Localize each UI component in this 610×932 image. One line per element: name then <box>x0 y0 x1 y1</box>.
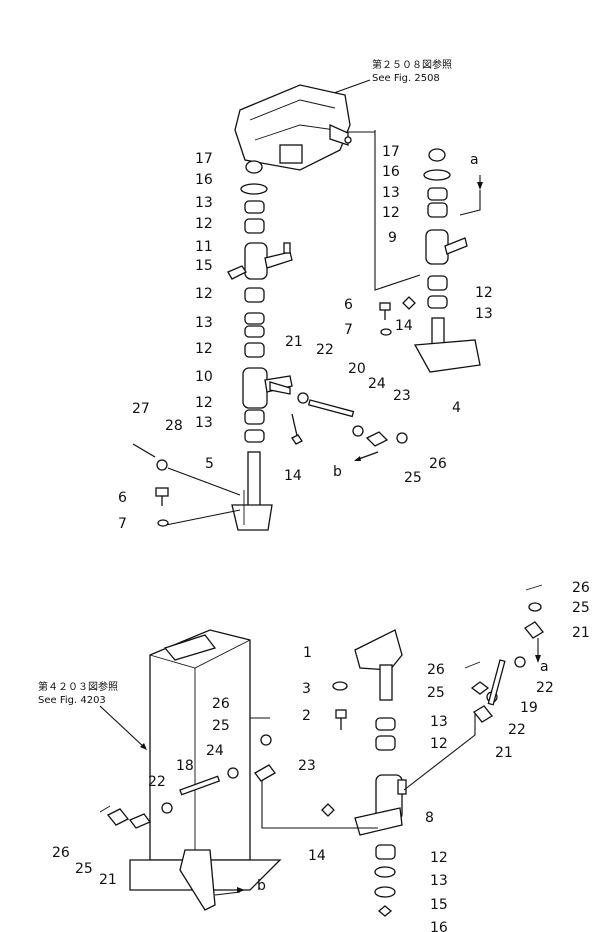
callout-12: 12 <box>195 286 213 302</box>
ref-bot-jp: 第４２０３図参照 <box>38 680 118 693</box>
callout-10: 10 <box>195 369 213 385</box>
callout-12: 12 <box>430 736 448 752</box>
left-stack <box>227 160 293 531</box>
ref-top-jp: 第２５０８図参照 <box>372 58 452 71</box>
callout-16: 16 <box>382 164 400 180</box>
callout-4: 4 <box>452 400 461 416</box>
callout-16: 16 <box>195 172 213 188</box>
callout-17: 17 <box>195 151 213 167</box>
callout-13: 13 <box>430 714 448 730</box>
callout-13: 13 <box>430 873 448 889</box>
callout-12: 12 <box>475 285 493 301</box>
callout-22: 22 <box>316 342 334 358</box>
callout-16: 16 <box>430 920 448 932</box>
callout-27: 27 <box>132 401 150 417</box>
callout-b: b <box>257 878 266 894</box>
callout-12: 12 <box>195 216 213 232</box>
callout-5: 5 <box>205 456 214 472</box>
callout-12: 12 <box>195 395 213 411</box>
callout-26: 26 <box>572 580 590 596</box>
callout-28: 28 <box>165 418 183 434</box>
callout-21: 21 <box>99 872 117 888</box>
callout-21: 21 <box>495 745 513 761</box>
callout-14: 14 <box>308 848 326 864</box>
callout-22: 22 <box>508 722 526 738</box>
callout-24: 24 <box>206 743 224 759</box>
callout-8: 8 <box>425 810 434 826</box>
callout-6: 6 <box>344 297 353 313</box>
callout-26: 26 <box>212 696 230 712</box>
callout-13: 13 <box>195 315 213 331</box>
callout-25: 25 <box>404 470 422 486</box>
callout-23: 23 <box>298 758 316 774</box>
callout-15: 15 <box>195 258 213 274</box>
callout-25: 25 <box>212 718 230 734</box>
callout-26: 26 <box>427 662 445 678</box>
callout-12: 12 <box>382 205 400 221</box>
callout-7: 7 <box>344 322 353 338</box>
callout-26: 26 <box>52 845 70 861</box>
ref-bot-en: See Fig. 4203 <box>38 695 106 706</box>
callout-18: 18 <box>176 758 194 774</box>
callout-6: 6 <box>118 490 127 506</box>
callout-25: 25 <box>427 685 445 701</box>
right-stack <box>413 148 481 373</box>
callout-25: 25 <box>572 600 590 616</box>
callout-19: 19 <box>520 700 538 716</box>
callout-a: a <box>540 659 549 675</box>
callout-14: 14 <box>395 318 413 334</box>
callout-12: 12 <box>430 850 448 866</box>
callout-13: 13 <box>475 306 493 322</box>
callout-13: 13 <box>195 195 213 211</box>
callout-25: 25 <box>75 861 93 877</box>
callout-11: 11 <box>195 239 213 255</box>
callout-17: 17 <box>382 144 400 160</box>
callout-20: 20 <box>348 361 366 377</box>
callout-14: 14 <box>284 468 302 484</box>
callout-12: 12 <box>195 341 213 357</box>
callout-23: 23 <box>393 388 411 404</box>
callout-13: 13 <box>195 415 213 431</box>
callout-13: 13 <box>382 185 400 201</box>
callout-21: 21 <box>572 625 590 641</box>
callout-3: 3 <box>302 681 311 697</box>
callout-2: 2 <box>302 708 311 724</box>
callout-7: 7 <box>118 516 127 532</box>
callout-a: a <box>470 152 479 168</box>
control-valve-block <box>234 84 352 171</box>
ref-top-en: See Fig. 2508 <box>372 73 440 84</box>
callout-21: 21 <box>285 334 303 350</box>
callout-24: 24 <box>368 376 386 392</box>
callout-1: 1 <box>303 645 312 661</box>
callout-22: 22 <box>148 774 166 790</box>
callout-22: 22 <box>536 680 554 696</box>
callout-9: 9 <box>388 230 397 246</box>
callout-26: 26 <box>429 456 447 472</box>
callout-15: 15 <box>430 897 448 913</box>
callout-b: b <box>333 464 342 480</box>
